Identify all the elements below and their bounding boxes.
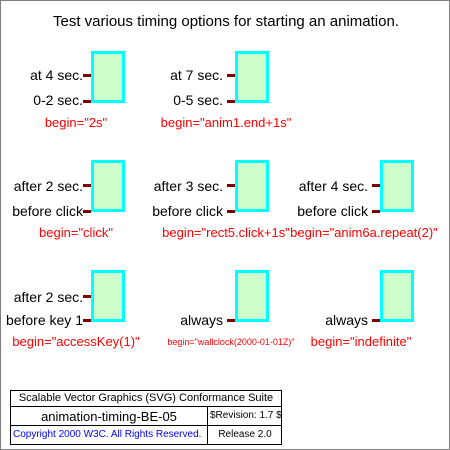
animated-rect[interactable] <box>380 160 414 212</box>
tick-mark <box>372 210 380 213</box>
tick-mark <box>83 184 91 187</box>
begin-attribute: begin="accessKey(1)" <box>12 334 140 349</box>
cell-r3-c3: always begin="indefinite" <box>301 259 450 369</box>
animated-rect[interactable] <box>91 51 125 103</box>
animated-rect[interactable] <box>235 160 269 212</box>
tick-mark <box>227 74 235 77</box>
release: Release 2.0 <box>218 429 272 440</box>
begin-attribute: begin="wallclock(2000-01-01Z)" <box>167 337 295 347</box>
cell-r2-c3: after 4 sec. before click begin="anim6a.… <box>290 151 450 261</box>
bottom-label: 0-2 sec. <box>33 92 83 108</box>
tick-mark <box>227 319 235 322</box>
bottom-label: before click <box>297 203 368 219</box>
test-name: animation-timing-BE-05 <box>41 409 177 424</box>
revision: $Revision: 1.7 $ <box>210 410 282 421</box>
bottom-label: always <box>180 312 223 328</box>
legend-divider <box>11 425 281 426</box>
animated-rect[interactable] <box>235 270 269 322</box>
begin-attribute: begin="click" <box>39 225 113 240</box>
cell-r1-c1: at 4 sec. 0-2 sec. begin="2s" <box>1 41 151 151</box>
cell-r3-c2: always begin="wallclock(2000-01-01Z)" <box>151 259 301 369</box>
top-label: after 2 sec. <box>13 178 83 194</box>
tick-mark <box>227 210 235 213</box>
test-legend: Scalable Vector Graphics (SVG) Conforman… <box>10 390 282 445</box>
tick-mark <box>83 295 91 298</box>
bottom-label: before key 1 <box>5 312 83 328</box>
animated-rect[interactable] <box>235 51 269 103</box>
suite-name: Scalable Vector Graphics (SVG) Conforman… <box>18 392 274 404</box>
legend-divider <box>11 406 281 407</box>
copyright: Copyright 2000 W3C. All Rights Reserved. <box>13 429 202 440</box>
cell-r1-c2: at 7 sec. 0-5 sec. begin="anim1.end+1s" <box>151 41 301 151</box>
cell-r2-c2: after 3 sec. before click begin="rect5.c… <box>151 151 301 261</box>
top-label: after 3 sec. <box>153 178 223 194</box>
begin-attribute: begin="2s" <box>44 115 108 130</box>
top-label: at 4 sec. <box>30 67 83 83</box>
cell-r3-c1: after 2 sec. before key 1 begin="accessK… <box>1 259 151 369</box>
animated-rect[interactable] <box>380 270 414 322</box>
tick-mark <box>83 319 91 322</box>
tick-mark <box>83 100 91 103</box>
page-title: Test various timing options for starting… <box>52 13 399 30</box>
tick-mark <box>83 74 91 77</box>
begin-attribute: begin="rect5.click+1s" <box>162 225 290 240</box>
top-label: after 2 sec. <box>13 289 83 305</box>
top-label: at 7 sec. <box>170 67 223 83</box>
begin-attribute: begin="anim1.end+1s" <box>160 115 292 130</box>
bottom-label: before click <box>12 203 83 219</box>
tick-mark <box>83 210 91 213</box>
tick-mark <box>227 184 235 187</box>
cell-r2-c1: after 2 sec. before click begin="click" <box>1 151 151 261</box>
tick-mark <box>372 184 380 187</box>
tick-mark <box>227 100 235 103</box>
bottom-label: before click <box>152 203 223 219</box>
begin-attribute: begin="indefinite" <box>310 334 412 349</box>
tick-mark <box>372 319 380 322</box>
bottom-label: 0-5 sec. <box>173 92 223 108</box>
animated-rect[interactable] <box>91 160 125 212</box>
bottom-label: always <box>325 312 368 328</box>
begin-attribute: begin="anim6a.repeat(2)" <box>290 225 438 240</box>
top-label: after 4 sec. <box>298 178 368 194</box>
animated-rect[interactable] <box>91 270 125 322</box>
